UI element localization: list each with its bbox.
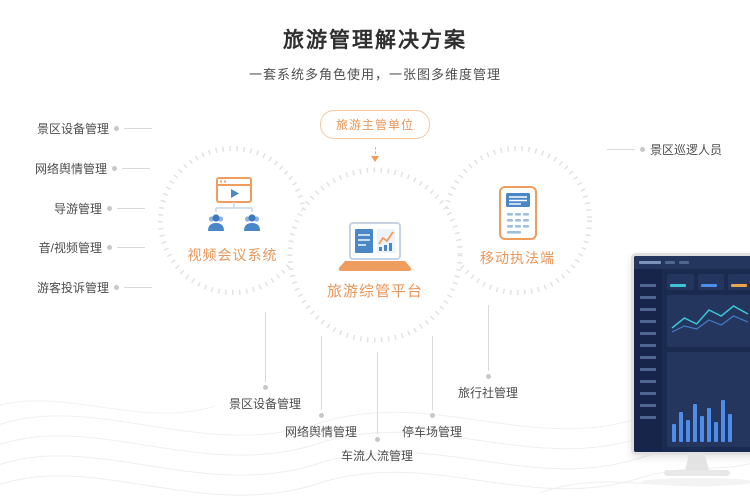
- connector-line: [431, 336, 433, 410]
- feature-left-0: 景区设备管理: [37, 120, 152, 137]
- feature-label: 景区设备管理: [36, 122, 109, 136]
- connector-dot: [114, 285, 119, 290]
- connector-dot: [374, 437, 380, 442]
- dashboard-nav-item: [665, 261, 675, 264]
- dashboard-sidebar: [634, 269, 662, 452]
- feature-left-3: 音/视频管理: [39, 239, 145, 256]
- dashed-connector: [374, 147, 376, 154]
- connector-dot: [429, 413, 435, 418]
- connector-dot: [262, 385, 268, 390]
- dashboard-stat-cards: [667, 274, 750, 290]
- connector-line: [117, 208, 145, 209]
- system-circle-tourism-platform: 旅游综管平台: [284, 164, 466, 346]
- connector-dot: [107, 206, 112, 211]
- connector-line: [122, 168, 150, 169]
- connector-line: [117, 247, 145, 248]
- system-circle-mobile-enforcement: 移动执法端: [440, 143, 595, 298]
- feature-label: 旅行社管理: [457, 386, 518, 400]
- system-label-video-conference: 视频会议系统: [187, 247, 278, 263]
- connector-dot: [112, 166, 117, 171]
- feature-left-2: 导游管理: [54, 200, 145, 217]
- feature-label: 音/视频管理: [38, 241, 102, 255]
- stat-card: [667, 274, 694, 290]
- stat-card: [728, 274, 750, 290]
- connector-line: [264, 312, 266, 382]
- feature-label: 景区巡逻人员: [650, 143, 723, 157]
- page-title: 旅游管理解决方案: [283, 29, 467, 52]
- feature-label: 景区设备管理: [228, 397, 301, 411]
- arrow-down-icon: [371, 147, 379, 162]
- feature-label: 网络舆情管理: [34, 162, 107, 176]
- connector-line: [376, 352, 378, 434]
- stat-card: [697, 274, 725, 290]
- feature-label: 车流人流管理: [340, 449, 413, 463]
- monitor-base: [664, 470, 730, 476]
- feature-label: 导游管理: [53, 202, 102, 216]
- dashboard-main: [662, 269, 750, 452]
- connector-dot: [114, 126, 119, 131]
- dashboard-body: [634, 269, 750, 452]
- authority-badge: 旅游主管单位: [319, 110, 431, 139]
- triangle-down-icon: [371, 156, 379, 162]
- feature-label: 停车场管理: [401, 425, 462, 439]
- feature-bottom-4: 旅行社管理: [440, 305, 536, 401]
- dashboard-topbar: [634, 256, 750, 269]
- monitor-mockup: [627, 253, 750, 486]
- feature-bottom-3: 停车场管理: [384, 336, 480, 440]
- dashboard-logo: [639, 261, 661, 264]
- feature-bottom-2: 车流人流管理: [329, 352, 425, 464]
- feature-left-1: 网络舆情管理: [35, 160, 150, 177]
- monitor-screen: [631, 253, 750, 455]
- feature-right-0: 景区巡逻人员: [607, 141, 722, 158]
- connector-dot: [107, 245, 112, 250]
- system-circle-video-conference: 视频会议系统: [155, 143, 310, 298]
- laptop-dashboard-icon: [338, 222, 412, 271]
- dashboard-nav-item: [679, 261, 689, 264]
- page-subtitle: 一套系统多角色使用，一张图多维度管理: [248, 67, 501, 82]
- dashboard-bar-chart: [667, 352, 750, 447]
- monitor-stand: [685, 454, 709, 470]
- feature-left-4: 游客投诉管理: [37, 279, 152, 296]
- video-conference-icon: [207, 177, 260, 231]
- connector-line: [320, 336, 322, 410]
- feature-label: 游客投诉管理: [36, 281, 109, 295]
- feature-bottom-0: 景区设备管理: [217, 312, 313, 412]
- connector-line: [607, 149, 635, 150]
- connector-line: [124, 128, 152, 129]
- system-label-mobile-enforcement: 移动执法端: [480, 250, 555, 266]
- feature-label: 网络舆情管理: [284, 425, 357, 439]
- mobile-enforcement-icon: [498, 186, 537, 240]
- feature-bottom-1: 网络舆情管理: [273, 336, 369, 440]
- connector-dot: [485, 374, 491, 379]
- dashboard-line-chart: [667, 295, 750, 347]
- connector-dot: [640, 147, 645, 152]
- connector-line: [124, 287, 152, 288]
- system-label-tourism-platform: 旅游综管平台: [326, 283, 423, 300]
- monitor-shadow: [641, 478, 750, 486]
- connector-line: [487, 305, 489, 371]
- connector-dot: [318, 413, 324, 418]
